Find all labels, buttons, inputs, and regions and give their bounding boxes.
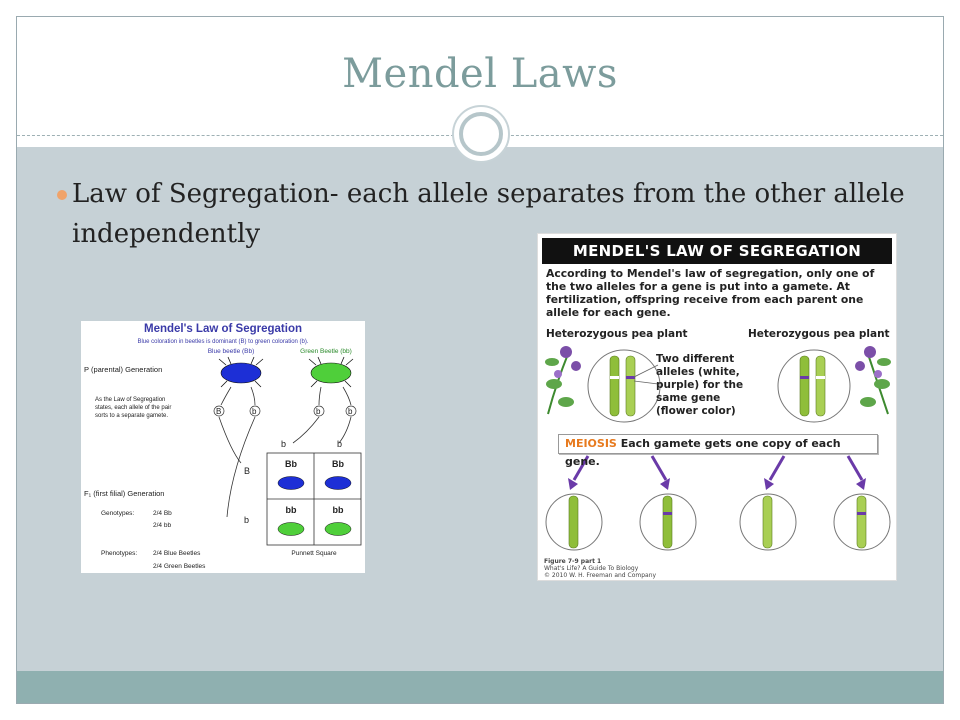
pea-figure-header: MENDEL'S LAW OF SEGREGATION	[542, 238, 892, 264]
caption-line-2: What's Life? A Guide To Biology	[544, 565, 639, 572]
punnett-top-b-2: b	[337, 439, 342, 449]
punnett-green-beetle-1-icon	[277, 522, 305, 536]
footer-band	[17, 671, 943, 703]
meiosis-text: Each gamete gets one copy of each gene.	[565, 437, 841, 468]
punnett-cell-3: bb	[286, 505, 297, 515]
pea-segregation-figure: MENDEL'S LAW OF SEGREGATION According to…	[537, 233, 897, 581]
left-plant-label: Heterozygous pea plant	[546, 328, 688, 340]
blue-beetle-label: Blue beetle (Bb)	[208, 348, 255, 355]
right-parent-cell	[777, 349, 851, 423]
allele-pointer-1	[633, 364, 659, 378]
figure-caption: Figure 7-9 part 1 What's Life? A Guide T…	[544, 558, 744, 579]
gamete-B-blue: B	[216, 407, 221, 416]
explain-line-2: states, each allele of the pair	[95, 405, 171, 411]
punnett-side-B: B	[244, 466, 250, 476]
pea-figure-paragraph: According to Mendel's law of segregation…	[546, 267, 875, 319]
punnett-cell-4: bb	[333, 505, 344, 515]
punnett-square-label: Punnett Square	[291, 550, 337, 557]
explain-line-1: As the Law of Segregation	[95, 397, 165, 403]
meiosis-arrows	[568, 455, 866, 490]
blue-gametes: B b	[213, 386, 261, 417]
beetle-heading: Mendel's Law of Segregation	[144, 323, 302, 335]
phenotypes-label: Phenotypes:	[101, 550, 137, 557]
punnett-blue-beetle-1-icon	[277, 476, 305, 490]
pea-diagram-graphics	[545, 346, 891, 551]
green-gametes: b b	[313, 386, 357, 417]
genotypes-label: Genotypes:	[101, 510, 134, 517]
beetle-diagram: Mendel's Law of Segregation Blue colorat…	[84, 323, 362, 570]
punnett-cell-1: Bb	[285, 459, 297, 469]
caption-line-3: © 2010 W. H. Freeman and Company	[544, 572, 657, 579]
segregation-arrows	[218, 416, 352, 518]
bullet-text: Law of Segregation- each allele separate…	[72, 179, 905, 249]
punnett-square: Bb Bb bb bb	[266, 452, 362, 546]
meiosis-banner: MEIOSIS Each gamete gets one copy of eac…	[558, 434, 878, 468]
divider-circle-ring	[459, 112, 503, 156]
green-beetle-label: Green Beetle (bb)	[300, 348, 352, 355]
caption-line-1: Figure 7-9 part 1	[544, 558, 602, 565]
genotype-1: 2/4 Bb	[153, 510, 172, 517]
beetle-subheading: Blue coloration in beetles is dominant (…	[137, 339, 308, 345]
divider-circle-ornament	[452, 105, 510, 163]
right-plant-label: Heterozygous pea plant	[748, 328, 890, 340]
blue-beetle-icon	[218, 356, 264, 388]
phenotype-2: 2/4 Green Beetles	[153, 563, 206, 570]
gamete-cells	[545, 493, 891, 551]
punnett-top-b-1: b	[281, 439, 286, 449]
slide: Mendel Laws Law of Segregation- each all…	[16, 16, 944, 704]
punnett-blue-beetle-2-icon	[324, 476, 352, 490]
left-pea-plant-icon	[545, 346, 581, 415]
bullet-dot-icon	[57, 190, 67, 200]
green-beetle-icon	[308, 356, 354, 388]
gamete-b-green-2: b	[348, 407, 353, 416]
punnett-green-beetle-2-icon	[324, 522, 352, 536]
allele-note: Two different alleles (white, purple) fo…	[656, 353, 744, 417]
punnett-side-b: b	[244, 515, 249, 525]
phenotype-1: 2/4 Blue Beetles	[153, 550, 201, 557]
left-parent-cell	[587, 349, 661, 423]
punnett-cell-2: Bb	[332, 459, 344, 469]
gamete-b-blue: b	[252, 407, 257, 416]
genotype-2: 2/4 bb	[153, 522, 171, 529]
f1-generation-label: F₁ (first filial) Generation	[84, 489, 164, 498]
beetle-segregation-figure: Mendel's Law of Segregation Blue colorat…	[81, 321, 365, 573]
parental-generation-label: P (parental) Generation	[84, 365, 162, 374]
allele-pointer-2	[633, 380, 659, 385]
explain-line-3: sorts to a separate gamete.	[95, 413, 168, 419]
right-pea-plant-icon	[855, 346, 891, 415]
meiosis-keyword: MEIOSIS	[565, 437, 617, 450]
gamete-b-green-1: b	[316, 407, 321, 416]
slide-title: Mendel Laws	[342, 51, 618, 97]
